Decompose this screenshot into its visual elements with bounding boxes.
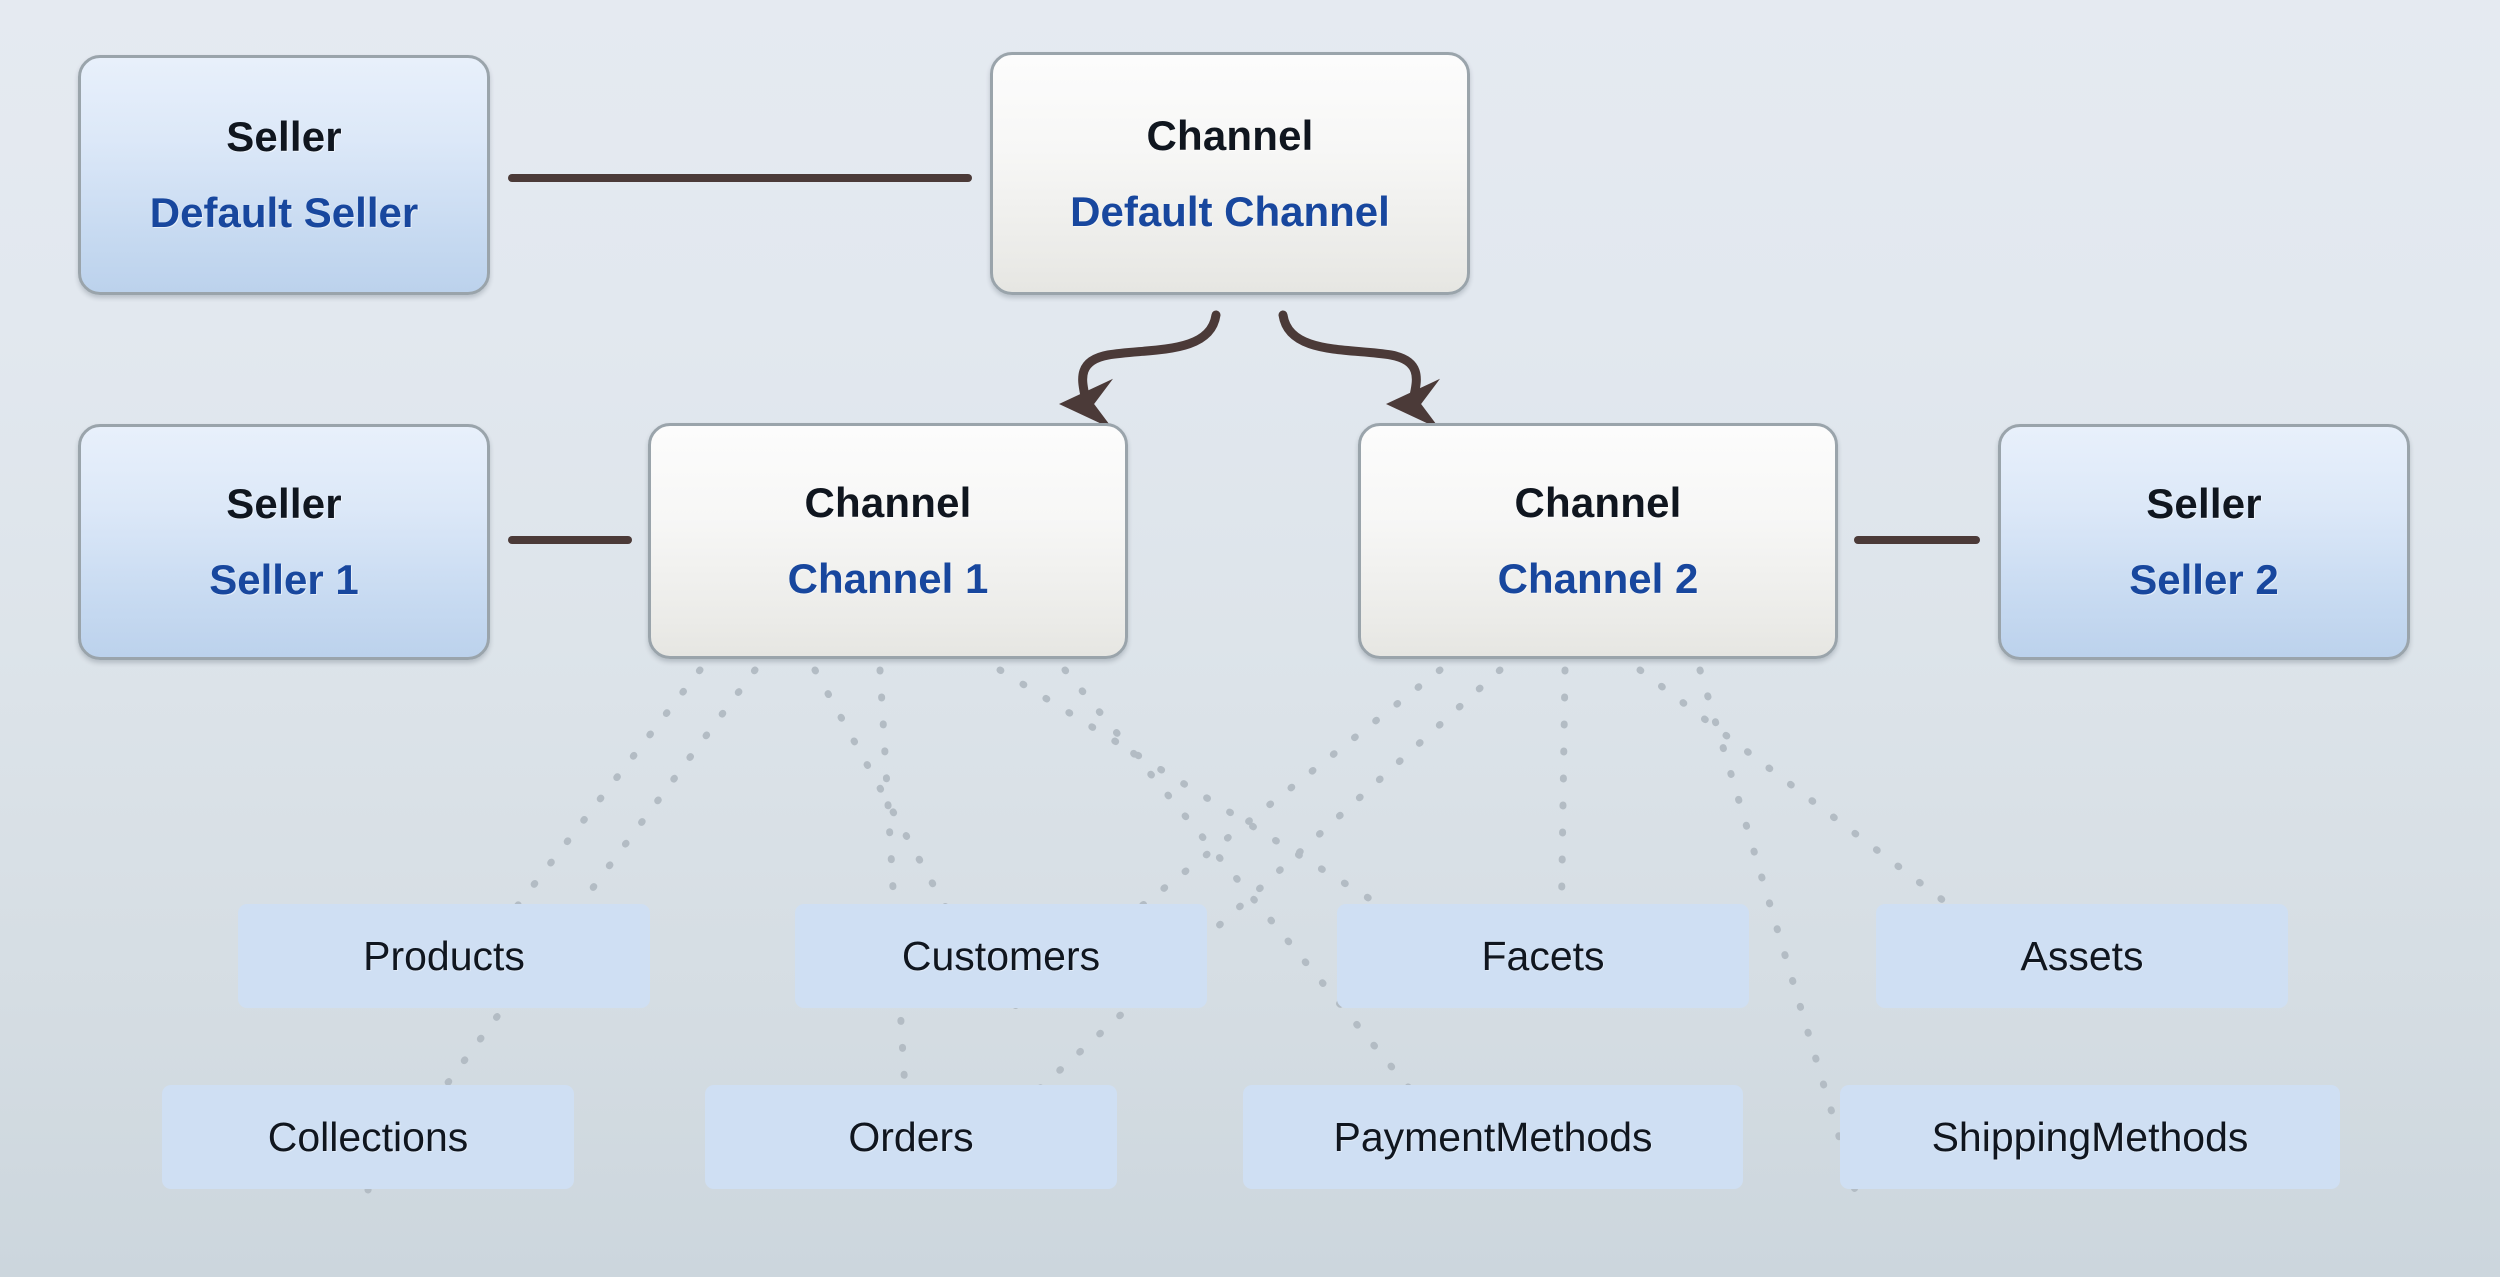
entity-chip-products[interactable]: Products (238, 904, 650, 1008)
entity-type-label: Channel (1146, 111, 1314, 159)
entity-name-label: Channel 1 (787, 555, 989, 602)
entity-chip-payment-methods[interactable]: PaymentMethods (1243, 1085, 1743, 1189)
entity-type-label: Seller (2146, 480, 2262, 527)
entity-name-label: Seller 2 (2129, 556, 2279, 603)
entity-type-label: Seller (226, 113, 342, 160)
arrow-connector (1059, 310, 1221, 430)
entity-name-label: Seller 1 (209, 556, 359, 603)
entity-type-label: Channel (1514, 479, 1682, 526)
entity-chip-shipping-methods[interactable]: ShippingMethods (1840, 1085, 2340, 1189)
arrow-connector (1278, 310, 1441, 430)
entity-chip-facets[interactable]: Facets (1337, 904, 1749, 1008)
entity-name-label: Default Channel (1070, 187, 1390, 235)
entity-chip-customers[interactable]: Customers (795, 904, 1207, 1008)
entity-name-label: Default Seller (149, 189, 419, 236)
entity-chip-orders[interactable]: Orders (705, 1085, 1117, 1189)
entity-chip-collections[interactable]: Collections (162, 1085, 574, 1189)
entity-type-label: Channel (804, 479, 972, 526)
entity-name-label: Channel 2 (1497, 555, 1699, 602)
entity-type-label: Seller (226, 480, 342, 527)
entity-chip-assets[interactable]: Assets (1876, 904, 2288, 1008)
arrow-connectors (1059, 310, 1441, 430)
